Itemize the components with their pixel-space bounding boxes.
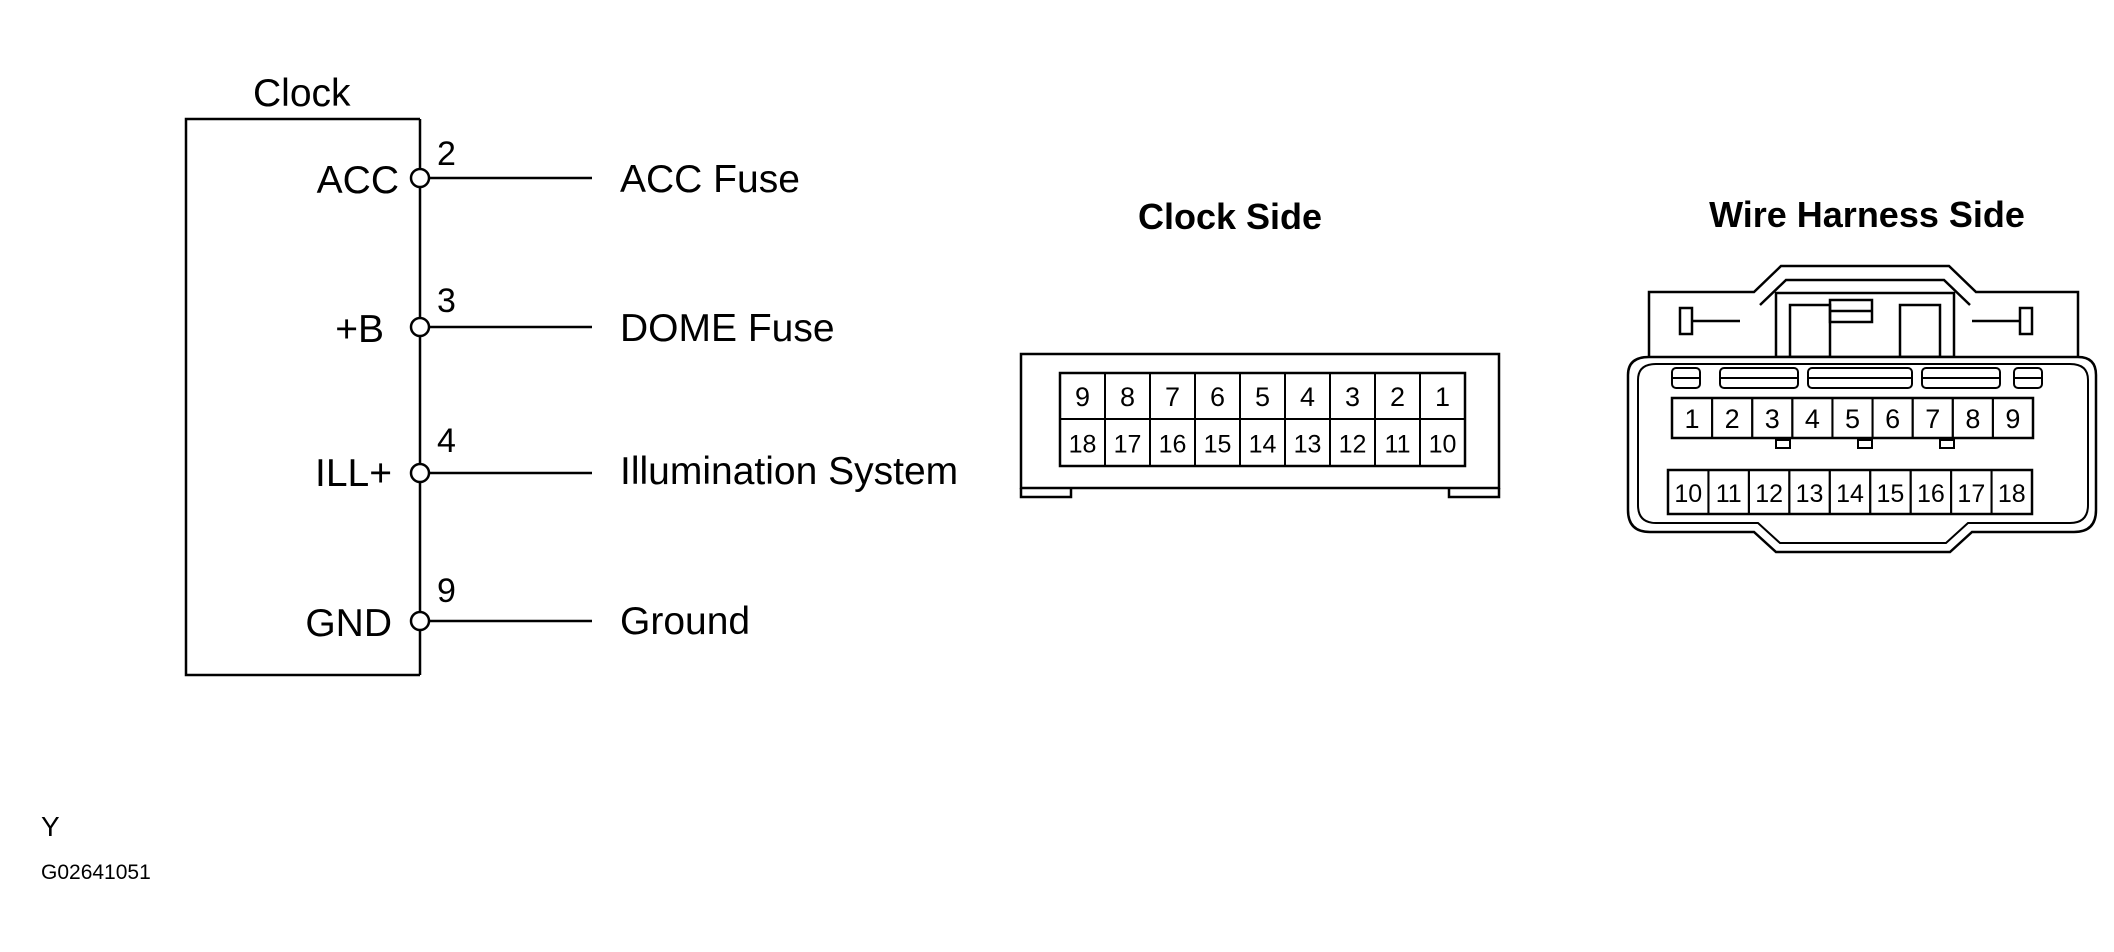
pin-cavity-number: 3 <box>1765 404 1780 434</box>
pin-cavity-number: 11 <box>1385 431 1411 459</box>
pin-cavity-number: 18 <box>1069 431 1097 459</box>
pin-cavity-number: 15 <box>1204 431 1232 459</box>
pin-cavity-number: 16 <box>1159 431 1187 459</box>
footer-code: G02641051 <box>41 861 151 884</box>
harness-side-title: Wire Harness Side <box>1709 194 2025 235</box>
pin-cavity-number: 15 <box>1877 480 1905 508</box>
pin-cavity-number: 11 <box>1716 480 1742 508</box>
pin-cavity-number: 6 <box>1210 382 1225 412</box>
pin-cavity-number: 10 <box>1674 480 1702 508</box>
connector-foot-left <box>1019 488 1073 499</box>
pin-cavity-number: 17 <box>1114 431 1142 459</box>
pin-cavity-number: 1 <box>1685 404 1700 434</box>
harness-latch <box>1647 264 2080 359</box>
pin-circle <box>409 462 431 484</box>
clock-box-outline <box>184 117 420 677</box>
pin-number: 4 <box>437 422 456 460</box>
terminal-plus-b: +B 3 DOME Fuse <box>335 282 834 351</box>
harness-bottom-row-outline <box>1666 468 2034 516</box>
terminal-label: ILL+ <box>315 452 392 495</box>
pin-cavity-number: 1 <box>1435 382 1450 412</box>
clock-schematic: Clock ACC 2 ACC Fuse +B 3 DOME Fuse <box>184 72 958 677</box>
clock-title: Clock <box>253 72 351 115</box>
pin-cavity-number: 13 <box>1796 480 1824 508</box>
pin-cavity-number: 17 <box>1957 480 1985 508</box>
terminal-label: +B <box>335 308 384 351</box>
pin-circle <box>409 316 431 338</box>
harness-slot-row <box>1671 367 2043 389</box>
terminal-acc: ACC 2 ACC Fuse <box>317 135 800 202</box>
harness-row-tabs <box>1775 439 1955 449</box>
terminal-ill-plus: ILL+ 4 Illumination System <box>315 422 958 495</box>
pin-number: 9 <box>437 572 456 610</box>
pin-cavity-number: 4 <box>1300 382 1315 412</box>
pin-cavity-number: 8 <box>1965 404 1980 434</box>
pin-cavity-number: 2 <box>1390 382 1405 412</box>
pin-cavity-number: 7 <box>1925 404 1940 434</box>
pin-circle <box>409 167 431 189</box>
pin-cavity-number: 2 <box>1725 404 1740 434</box>
terminal-gnd: GND 9 Ground <box>305 572 750 645</box>
harness-housing-inner <box>1637 363 2089 544</box>
pin-number: 2 <box>437 135 456 173</box>
pin-cavity-number: 5 <box>1255 382 1270 412</box>
pin-number: 3 <box>437 282 456 320</box>
pin-cavity-number: 4 <box>1805 404 1820 434</box>
pin-cavity-number: 14 <box>1249 431 1277 459</box>
pin-cavity-number: 12 <box>1339 431 1367 459</box>
pin-cavity-number: 7 <box>1165 382 1180 412</box>
pin-cavity-number: 8 <box>1120 382 1135 412</box>
footer-letter: Y <box>41 811 60 842</box>
pin-cavity-number: 13 <box>1294 431 1322 459</box>
wire-destination: ACC Fuse <box>620 158 800 201</box>
terminal-label: ACC <box>317 159 399 202</box>
terminal-label: GND <box>305 602 392 645</box>
pin-cavity-number: 18 <box>1998 480 2026 508</box>
wire-destination: Ground <box>620 600 750 643</box>
pin-cavity <box>1419 418 1466 467</box>
pin-cavity-number: 14 <box>1836 480 1864 508</box>
pin-cavity-number: 16 <box>1917 480 1945 508</box>
wire-destination: DOME Fuse <box>620 307 835 350</box>
connector-foot-right <box>1447 488 1501 499</box>
pin-cavity-number: 5 <box>1845 404 1860 434</box>
pin-cavity-number: 6 <box>1885 404 1900 434</box>
wire-destination: Illumination System <box>620 450 958 493</box>
clock-side-title: Clock Side <box>1138 196 1322 237</box>
figure-footer: Y G02641051 <box>41 811 151 884</box>
harness-side-connector: Wire Harness Side <box>1626 194 2098 554</box>
pin-cavity-number: 3 <box>1345 382 1360 412</box>
pin-cavity-number: 10 <box>1429 431 1457 459</box>
pin-cavity-number: 9 <box>2005 404 2020 434</box>
pin-circle <box>409 610 431 632</box>
pin-cavity <box>1990 469 2033 515</box>
pin-cavity-number: 9 <box>1075 382 1090 412</box>
pin-cavity <box>1991 397 2035 439</box>
pin-cavity-number: 12 <box>1755 480 1783 508</box>
